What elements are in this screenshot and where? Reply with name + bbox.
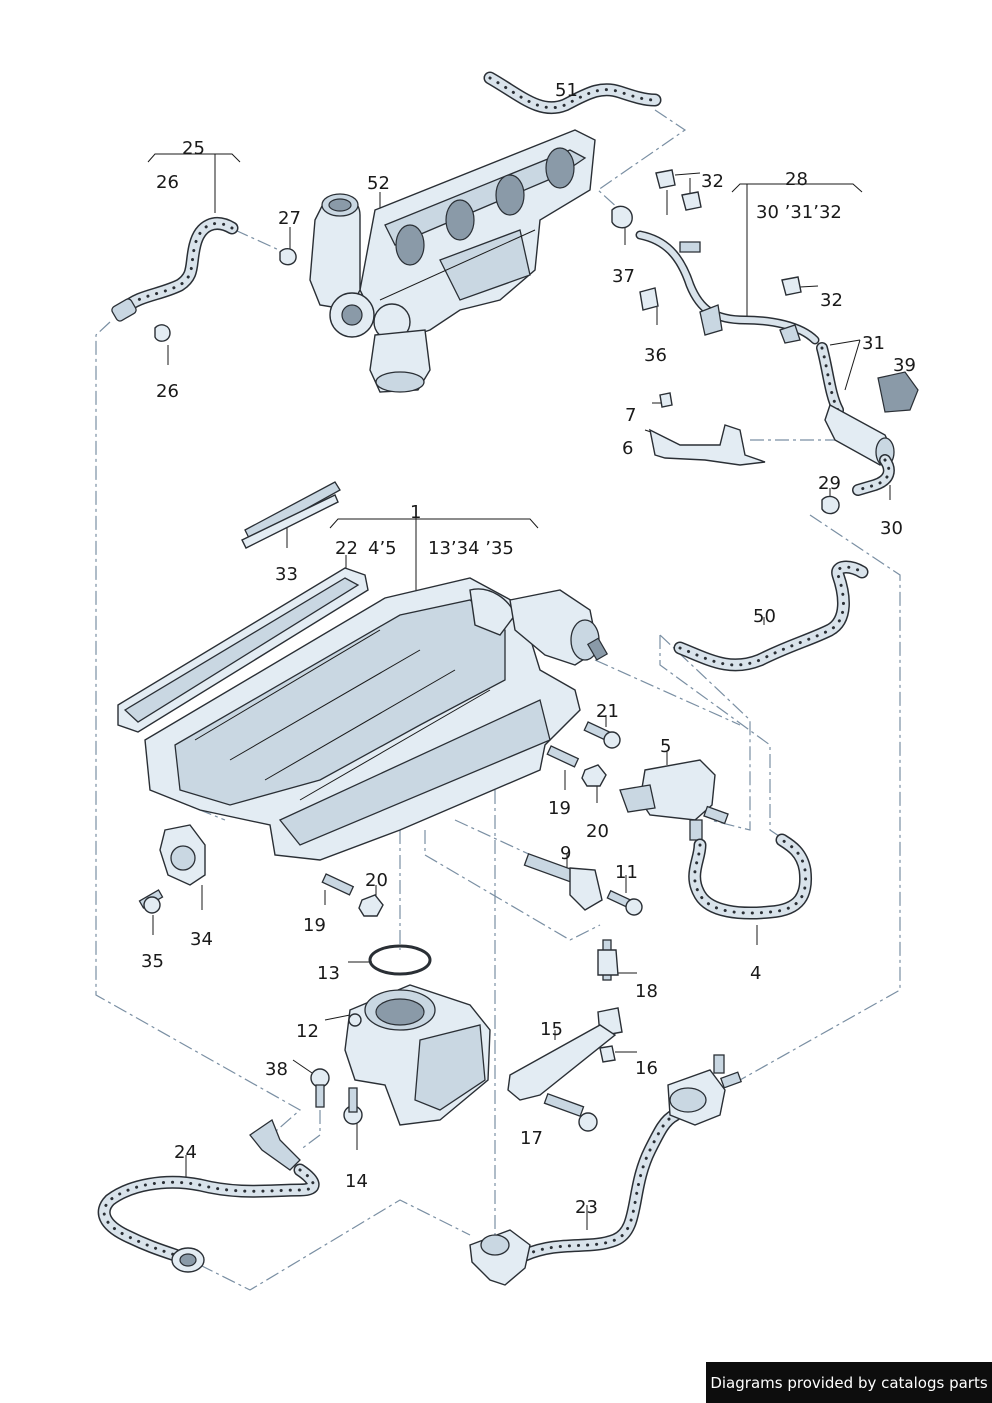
label-13: 13 (317, 963, 340, 984)
label-30: 30 (880, 518, 903, 539)
label-52: 52 (367, 173, 390, 194)
credit-banner: Diagrams provided by catalogs parts (706, 1362, 992, 1403)
label-50: 50 (753, 606, 776, 627)
label-15: 15 (540, 1019, 563, 1040)
label-33: 33 (275, 564, 298, 585)
hose-4 (688, 833, 813, 920)
turbocharger-manifold-52 (309, 129, 596, 393)
label-6: 6 (622, 438, 633, 459)
label-19: 19 (548, 798, 571, 819)
bolts-14-38 (310, 1068, 363, 1125)
label-35: 35 (141, 951, 164, 972)
label-24: 24 (174, 1142, 197, 1163)
label-16: 16 (635, 1058, 658, 1079)
label-18: 18 (635, 981, 658, 1002)
label-51: 51 (555, 80, 578, 101)
label-37: 37 (612, 266, 635, 287)
label-11: 11 (615, 862, 638, 883)
part-number-labels: 51 25 26 52 27 32 28 30 ’31’32 37 32 36 … (141, 80, 916, 1218)
hose-23 (469, 1054, 743, 1286)
coolant-pipe-28 (611, 169, 919, 515)
label-7: 7 (625, 405, 636, 426)
label-5: 5 (660, 736, 671, 757)
label-23: 23 (575, 1197, 598, 1218)
label-38: 38 (265, 1059, 288, 1080)
bracket-15 (507, 939, 623, 1132)
bolts-19-20-21 (321, 721, 621, 917)
label-1: 1 (410, 502, 421, 523)
label-4: 4 (750, 963, 761, 984)
label-4-5: 4’5 (368, 538, 397, 559)
hose-25 (111, 217, 297, 342)
o-ring-13 (368, 944, 432, 976)
strip-33 (241, 481, 341, 549)
label-32-second: 32 (820, 290, 843, 311)
label-28: 28 (785, 169, 808, 190)
label-22: 22 (335, 538, 358, 559)
hose-50 (673, 560, 869, 672)
label-25: 25 (182, 138, 205, 159)
label-26: 26 (156, 172, 179, 193)
label-39: 39 (893, 355, 916, 376)
hose-51 (483, 71, 662, 115)
sensor-34 (138, 824, 206, 914)
label-26-second: 26 (156, 381, 179, 402)
gasket-22 (117, 567, 369, 733)
label-27: 27 (278, 208, 301, 229)
label-14: 14 (345, 1171, 368, 1192)
label-30-31-32: 30 ’31’32 (756, 202, 842, 223)
label-20: 20 (586, 821, 609, 842)
label-13-34-35: 13’34 ’35 (428, 538, 514, 559)
throttle-body-12 (344, 984, 491, 1126)
label-21: 21 (596, 701, 619, 722)
hose-24 (97, 1119, 320, 1273)
label-29: 29 (818, 473, 841, 494)
label-32: 32 (701, 171, 724, 192)
label-36: 36 (644, 345, 667, 366)
label-9: 9 (560, 843, 571, 864)
label-12: 12 (296, 1021, 319, 1042)
sensor-9 (523, 852, 643, 916)
label-34: 34 (190, 929, 213, 950)
valve-5 (619, 759, 729, 841)
label-17: 17 (520, 1128, 543, 1149)
label-31: 31 (862, 333, 885, 354)
label-19-second: 19 (303, 915, 326, 936)
intake-manifold-1 (144, 577, 609, 861)
label-20-second: 20 (365, 870, 388, 891)
